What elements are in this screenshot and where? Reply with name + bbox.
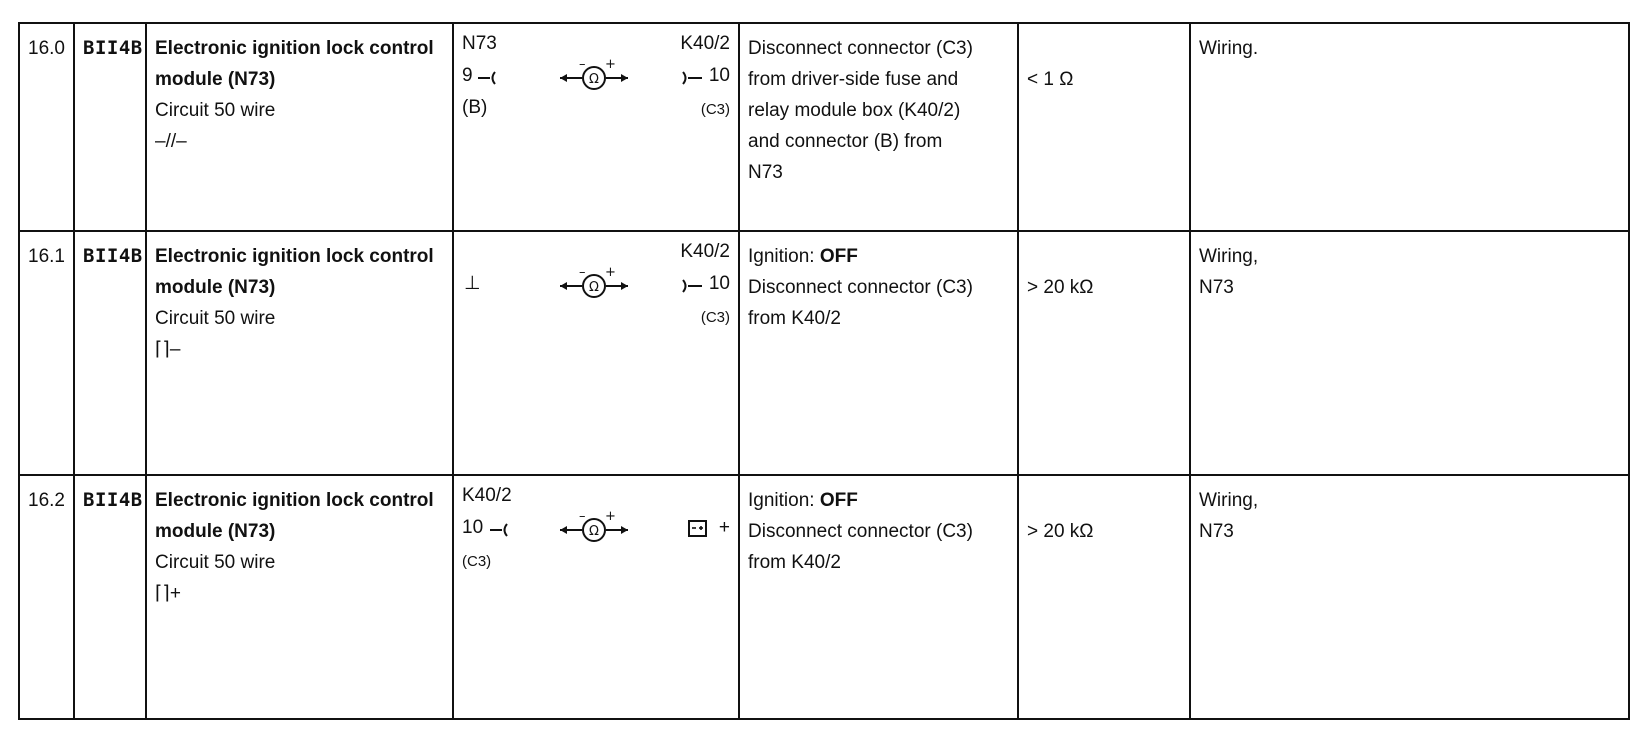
test-code: BII4B — [73, 474, 147, 720]
test-condition: Ignition: OFF Disconnect connector (C3) … — [738, 474, 1019, 720]
possible-cause: Wiring. — [1189, 22, 1630, 232]
component-title: Electronic ignition lock control module … — [155, 246, 434, 298]
condition-line: relay module box (K40/2) — [748, 100, 961, 121]
component-cell: Electronic ignition lock control module … — [145, 230, 454, 476]
condition-line: Ignition: OFF — [748, 490, 858, 511]
nominal-value: > 20 kΩ — [1017, 230, 1191, 476]
condition-line: and connector (B) from — [748, 131, 943, 152]
cause-line: N73 — [1199, 521, 1234, 542]
conn-right-connector: (C3) — [700, 309, 730, 326]
cause-line: Wiring. — [1199, 38, 1259, 59]
component-cell: Electronic ignition lock control module … — [145, 22, 454, 232]
svg-text:+: + — [605, 510, 616, 524]
possible-cause: Wiring, N73 — [1189, 474, 1630, 720]
plug-left-icon — [490, 523, 508, 537]
condition-line: Ignition: OFF — [748, 246, 858, 267]
component-subtitle: Circuit 50 wire — [155, 552, 276, 573]
wire-symbol: ⌈⌉+ — [155, 583, 181, 604]
table-row: 16.2 BII4B Electronic ignition lock cont… — [18, 474, 1630, 720]
conn-left-connector: (B) — [462, 97, 488, 118]
component-subtitle: Circuit 50 wire — [155, 308, 276, 329]
conn-left-pin: 10 — [462, 517, 484, 538]
test-condition: Disconnect connector (C3) from driver-si… — [738, 22, 1019, 232]
svg-text:–: – — [579, 58, 586, 72]
component-title: Electronic ignition lock control module … — [155, 490, 434, 542]
test-code: BII4B — [73, 230, 147, 476]
conn-right-connector: (C3) — [700, 101, 730, 118]
wire-symbol: ⌈⌉– — [155, 339, 181, 360]
component-cell: Electronic ignition lock control module … — [145, 474, 454, 720]
svg-text:Ω: Ω — [589, 524, 599, 539]
test-condition: Ignition: OFF Disconnect connector (C3) … — [738, 230, 1019, 476]
conn-right-pin: 10 — [708, 65, 730, 86]
connection-diagram: K40/2 ⊥ Ω – + 10 (C3) — [452, 230, 740, 476]
nominal-value-text: > 20 kΩ — [1027, 521, 1094, 542]
conn-left-label: N73 — [462, 33, 497, 54]
cause-line: Wiring, — [1199, 246, 1259, 267]
socket-right-icon — [682, 279, 702, 293]
conn-left-connector: (C3) — [462, 553, 492, 570]
ohmmeter-icon: Ω – + — [560, 510, 628, 542]
cause-line: Wiring, — [1199, 490, 1259, 511]
connection-diagram: K40/2 10 Ω – + — [452, 474, 740, 720]
condition-line: from driver-side fuse and — [748, 69, 959, 90]
ohmmeter-icon: Ω – + — [560, 58, 628, 90]
step-number: 16.1 — [18, 230, 75, 476]
condition-line: Disconnect connector (C3) — [748, 38, 973, 59]
svg-text:Ω: Ω — [589, 280, 599, 295]
condition-line: from K40/2 — [748, 308, 841, 329]
plug-left-icon — [478, 71, 496, 85]
nominal-value-text: < 1 Ω — [1027, 69, 1074, 90]
test-table: 16.0 BII4B Electronic ignition lock cont… — [18, 22, 1630, 720]
socket-right-icon — [682, 71, 702, 85]
condition-line: Disconnect connector (C3) — [748, 521, 973, 542]
conn-right-label: K40/2 — [680, 33, 730, 54]
possible-cause: Wiring, N73 — [1189, 230, 1630, 476]
nominal-value: < 1 Ω — [1017, 22, 1191, 232]
svg-text:Ω: Ω — [589, 72, 599, 87]
table-row: 16.1 BII4B Electronic ignition lock cont… — [18, 230, 1630, 476]
battery-icon — [688, 520, 707, 537]
svg-text:+: + — [605, 58, 616, 72]
condition-line: Disconnect connector (C3) — [748, 277, 973, 298]
step-number: 16.0 — [18, 22, 75, 232]
cause-line: N73 — [1199, 277, 1234, 298]
component-title: Electronic ignition lock control module … — [155, 38, 434, 90]
conn-left-pin: 9 — [462, 65, 473, 86]
conn-left-label: K40/2 — [462, 485, 512, 506]
ignition-state: OFF — [819, 490, 858, 511]
nominal-value-text: > 20 kΩ — [1027, 277, 1094, 298]
step-number: 16.2 — [18, 474, 75, 720]
battery-positive: + — [718, 517, 730, 538]
wire-symbol: –//– — [155, 131, 187, 152]
ignition-state: OFF — [819, 246, 858, 267]
conn-right-pin: 10 — [708, 273, 730, 294]
component-subtitle: Circuit 50 wire — [155, 100, 276, 121]
nominal-value: > 20 kΩ — [1017, 474, 1191, 720]
condition-line: N73 — [748, 162, 783, 183]
ground-symbol: ⊥ — [464, 273, 481, 294]
conn-right-label: K40/2 — [680, 241, 730, 262]
svg-text:–: – — [579, 266, 586, 280]
condition-line: from K40/2 — [748, 552, 841, 573]
connection-diagram: N73 K40/2 9 Ω – + — [452, 22, 740, 232]
svg-text:+: + — [605, 266, 616, 280]
svg-text:–: – — [579, 510, 586, 524]
ohmmeter-icon: Ω – + — [560, 266, 628, 298]
test-code: BII4B — [73, 22, 147, 232]
table-row: 16.0 BII4B Electronic ignition lock cont… — [18, 22, 1630, 232]
